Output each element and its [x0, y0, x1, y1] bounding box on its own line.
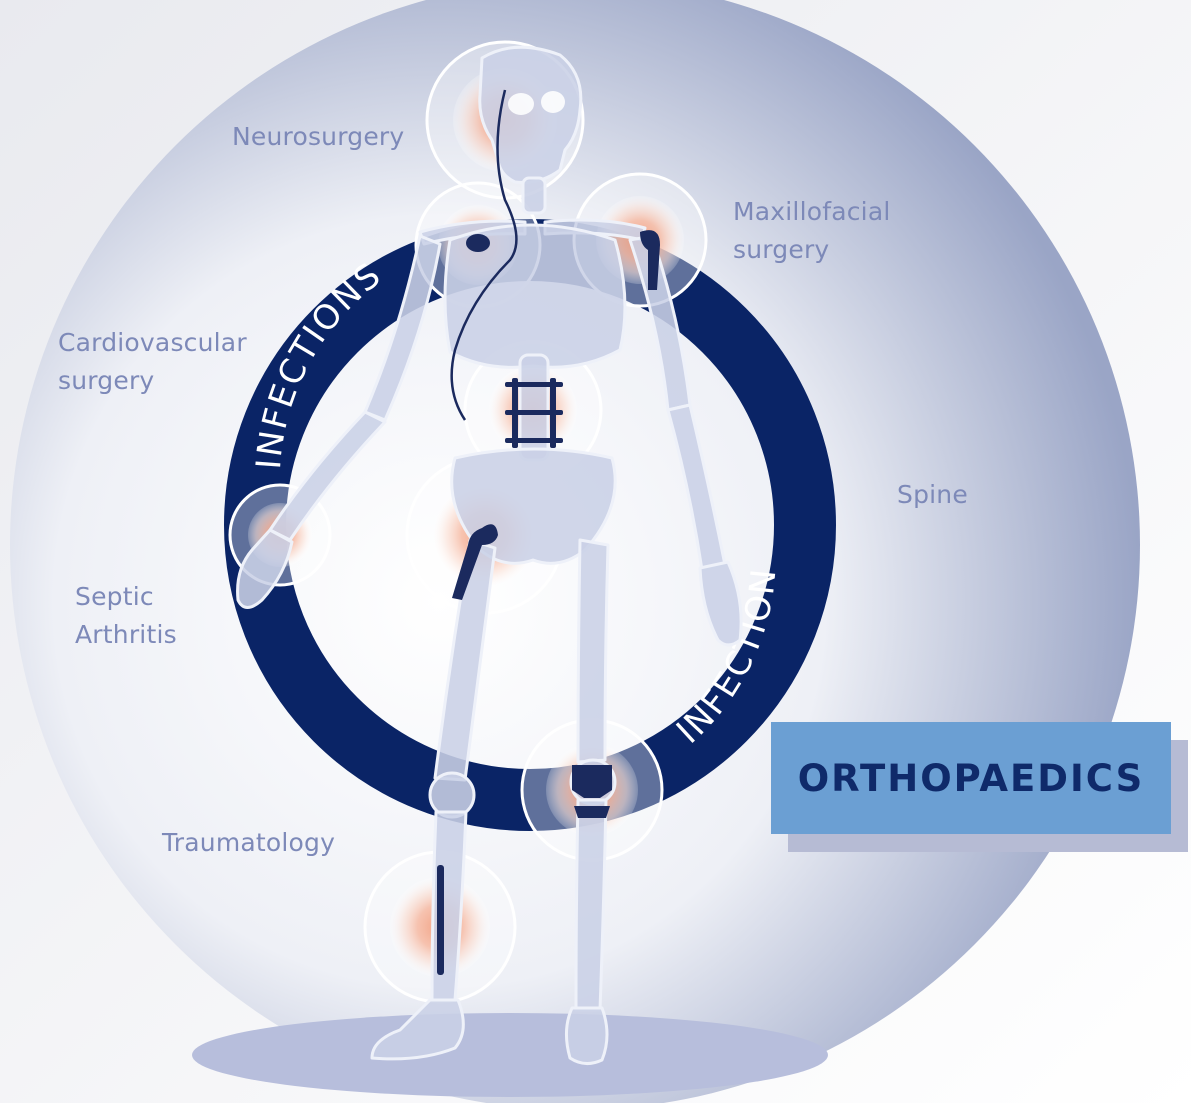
foot-right — [566, 1008, 607, 1064]
label-maxillofacial-line2: surgery — [733, 231, 891, 269]
label-neurosurgery-line: Neurosurgery — [232, 118, 404, 156]
floor-shadow — [192, 1013, 828, 1097]
eye-socket-left — [508, 93, 534, 115]
orthopaedics-badge-text: ORTHOPAEDICS — [798, 757, 1145, 800]
label-septic-line2: Arthritis — [75, 616, 177, 654]
label-cardiovascular-surgery: Cardiovascular surgery — [58, 324, 247, 400]
label-maxillofacial-surgery: Maxillofacial surgery — [733, 193, 891, 269]
knee-prosthesis-icon — [572, 765, 612, 818]
intramedullary-nail-icon — [437, 865, 444, 975]
label-septic-line1: Septic — [75, 578, 177, 616]
lumbar-spine — [520, 355, 548, 460]
femur-right — [578, 540, 608, 762]
tibia-right — [576, 800, 606, 1010]
label-cardiovascular-line2: surgery — [58, 362, 247, 400]
label-neurosurgery: Neurosurgery — [232, 118, 404, 156]
label-traumatology: Traumatology — [162, 824, 335, 862]
eye-socket-right — [541, 91, 565, 113]
pacemaker-icon — [466, 234, 490, 252]
label-cardiovascular-line1: Cardiovascular — [58, 324, 247, 362]
label-spine: Spine — [897, 476, 968, 514]
orthopaedics-badge: ORTHOPAEDICS — [771, 722, 1171, 834]
label-maxillofacial-line1: Maxillofacial — [733, 193, 891, 231]
label-septic-arthritis: Septic Arthritis — [75, 578, 177, 654]
label-traumatology-line: Traumatology — [162, 824, 335, 862]
patella-left — [430, 773, 474, 817]
cervical-spine — [523, 178, 545, 213]
label-spine-line: Spine — [897, 476, 968, 514]
